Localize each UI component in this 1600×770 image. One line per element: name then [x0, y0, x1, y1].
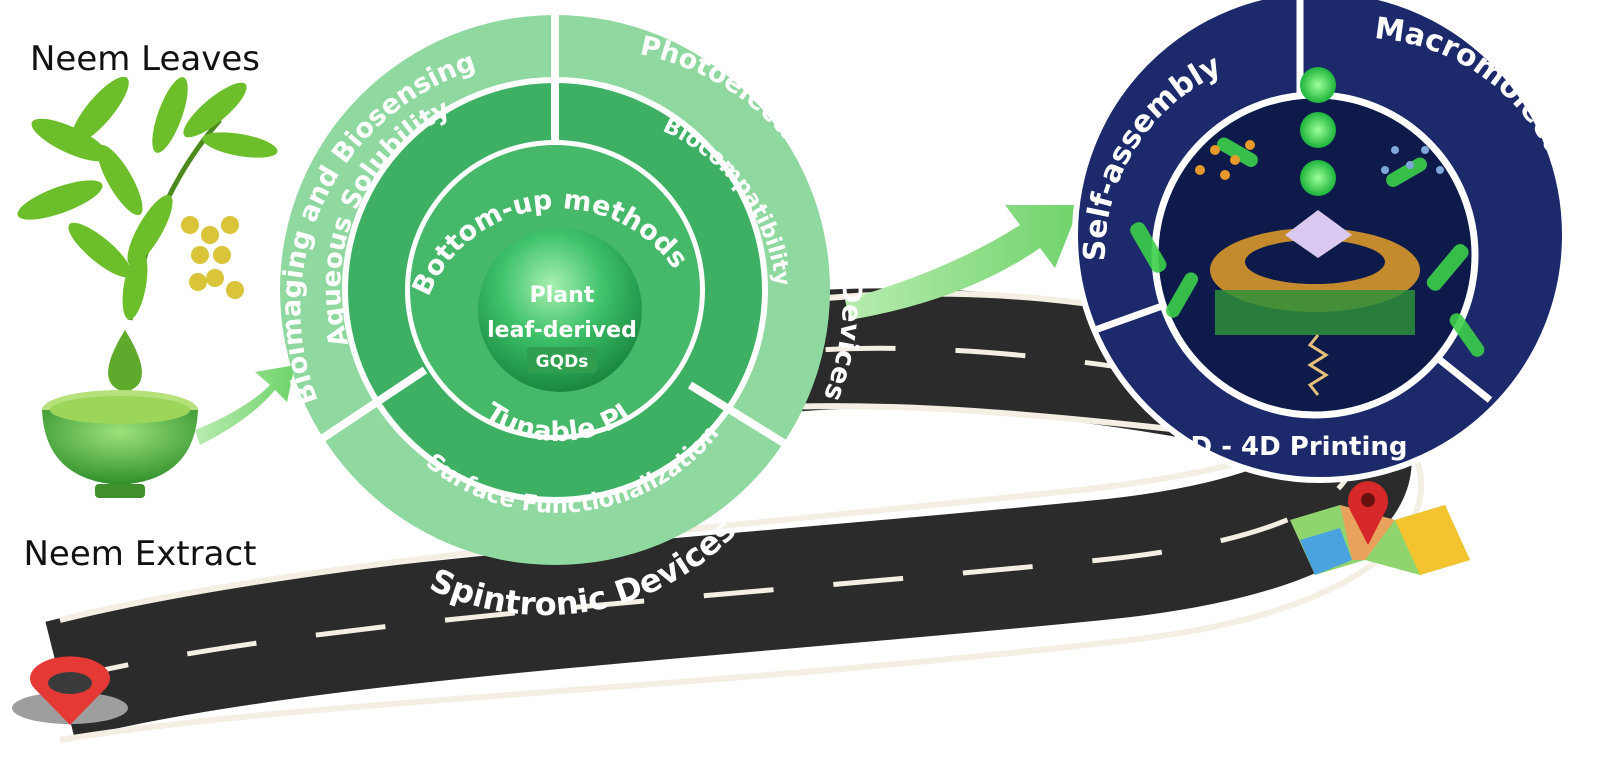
neem-leaves-label: Neem Leaves — [30, 39, 260, 79]
mortar-bowl-icon — [42, 330, 198, 498]
end-pin-icon — [1348, 481, 1389, 545]
disc-bottom-label: 3D - 4D Printing — [1172, 432, 1407, 462]
molecule-art — [1130, 67, 1485, 396]
leaf-icon — [17, 76, 278, 321]
gqd-wheel: Plant leaf-derived GQDs Bottom-up method… — [276, 15, 867, 623]
location-pin-icon — [12, 656, 128, 725]
assembly-disc: Self-assembly Macromolecular Assembly 3D… — [1072, 0, 1597, 483]
center-line1: Plant — [530, 283, 595, 308]
neem-extract-label: Neem Extract — [24, 534, 257, 574]
center-line3: GQDs — [536, 352, 589, 372]
gqd-sphere — [478, 228, 642, 392]
arrow-icon — [195, 205, 1080, 445]
center-line2: leaf-derived — [487, 318, 637, 343]
